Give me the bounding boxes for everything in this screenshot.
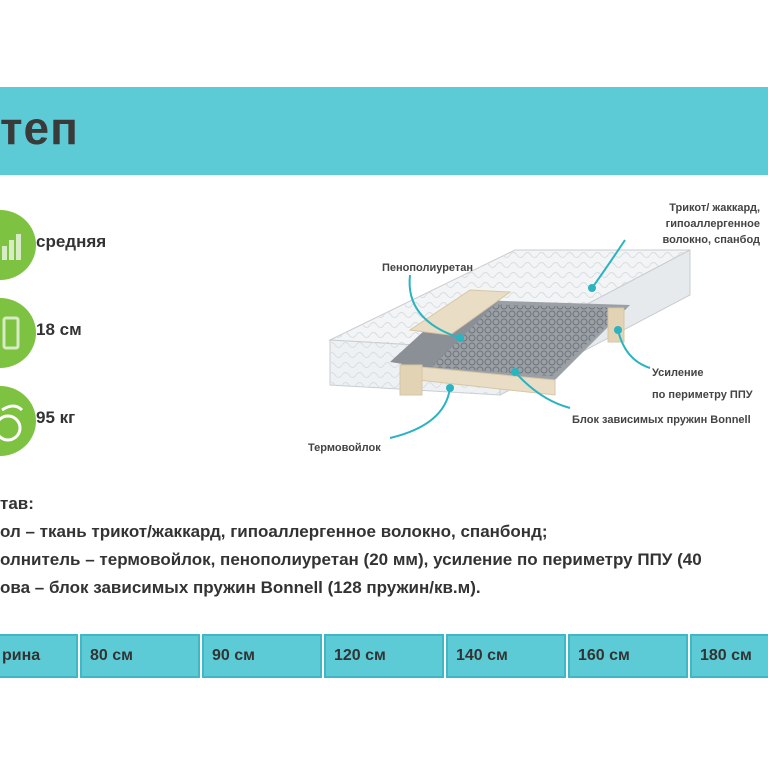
callout-foam: Пенополиуретан	[382, 262, 474, 274]
size-table: рина 80 см 90 см 120 см 140 см 160 см 18…	[0, 634, 768, 678]
mattress-diagram: Трикот/ жаккард, гипоаллергенное волокно…	[300, 190, 768, 480]
size-cell-90: 90 см	[202, 634, 322, 678]
weight-value: 95 кг	[36, 408, 76, 427]
composition-line: ол – ткань трикот/жаккард, гипоаллергенн…	[0, 522, 548, 541]
composition-line: ова – блок зависимых пружин Bonnell (128…	[0, 578, 481, 597]
height-icon	[2, 316, 20, 350]
title-banner: теп	[0, 87, 768, 175]
height-value: 18 см	[36, 320, 82, 339]
spec-firmness: средняя	[0, 210, 240, 280]
composition-heading: тав:	[0, 494, 34, 513]
spec-weight: 95 кг	[0, 386, 240, 456]
callout-cover: Трикот/ жаккард, гипоаллергенное волокно…	[662, 202, 760, 246]
size-value: 160 см	[578, 647, 630, 664]
size-value: 140 см	[456, 647, 508, 664]
size-label-cell: рина	[0, 634, 78, 678]
size-value: 80 см	[90, 647, 133, 664]
page-title: теп	[0, 102, 79, 154]
size-cell-140: 140 см	[446, 634, 566, 678]
weight-kettlebell-icon	[0, 404, 24, 442]
size-cell-80: 80 см	[80, 634, 200, 678]
size-value: 180 см	[700, 647, 752, 664]
size-cell-120: 120 см	[324, 634, 444, 678]
firmness-bars-icon	[2, 234, 21, 260]
callout-springs: Блок зависимых пружин Bonnell	[572, 414, 751, 426]
mattress-illustration	[328, 239, 691, 439]
callout-felt: Термовойлок	[308, 442, 381, 454]
size-value: 90 см	[212, 647, 255, 664]
size-cell-160: 160 см	[568, 634, 688, 678]
size-value: 120 см	[334, 647, 386, 664]
size-cell-180: 180 см	[690, 634, 768, 678]
composition-line: олнитель – термовойлок, пенополиуретан (…	[0, 550, 702, 569]
spec-height: 18 см	[0, 298, 240, 368]
size-label: рина	[2, 647, 41, 664]
firmness-value: средняя	[36, 232, 107, 251]
callout-reinforcement: Усиление по периметру ППУ	[652, 367, 753, 401]
